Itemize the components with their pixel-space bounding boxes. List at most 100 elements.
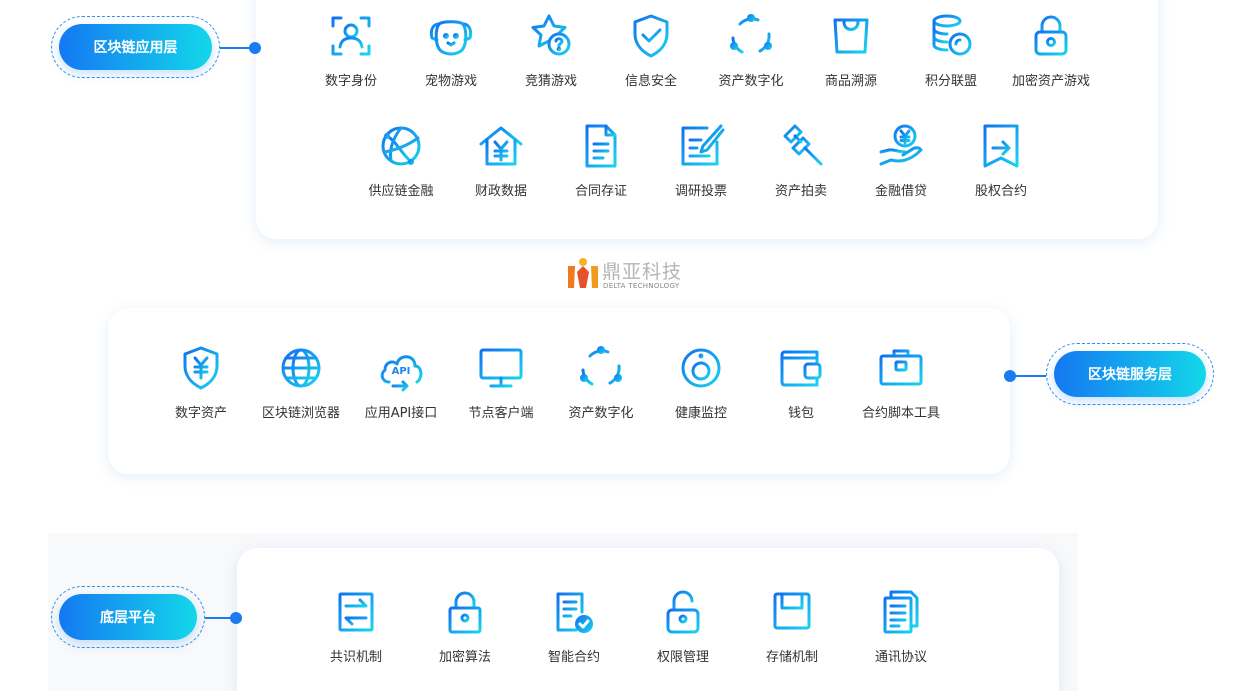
- app-item-survey-voting[interactable]: 调研投票: [651, 122, 751, 200]
- svc-item-wallet[interactable]: 钱包: [751, 344, 851, 422]
- base-connector-line: [205, 617, 237, 619]
- application-layer-panel: [256, 0, 1158, 239]
- item-label: 宠物游戏: [424, 74, 477, 89]
- item-label: 股权合约: [974, 184, 1027, 199]
- wallet-icon: [780, 350, 822, 387]
- application-connector-dot: [249, 42, 261, 54]
- svc-item-digital-asset[interactable]: 数字资产: [151, 344, 251, 422]
- app-item-fiscal-data[interactable]: 财政数据: [451, 122, 551, 200]
- svc-item-api-interface[interactable]: API 应用API接口: [351, 344, 451, 422]
- item-label: 竞猜游戏: [524, 74, 577, 89]
- lock-icon: [1034, 15, 1068, 56]
- base-item-encryption[interactable]: 加密算法: [415, 588, 515, 666]
- item-label: 存储机制: [765, 650, 818, 665]
- service-layer-label: 区块链服务层: [1054, 351, 1206, 397]
- app-item-digital-identity[interactable]: 数字身份: [301, 12, 401, 90]
- monitor-icon: [479, 348, 523, 388]
- base-connector-dot: [230, 612, 242, 624]
- base-layer-badge: 底层平台: [51, 586, 205, 648]
- lock-icon: [448, 591, 482, 634]
- app-item-financial-lending[interactable]: 金融借贷: [851, 122, 951, 200]
- company-name-en: DELTA TECHNOLOGY: [603, 282, 680, 290]
- svc-item-asset-digitization[interactable]: 资产数字化: [551, 344, 651, 422]
- coin-stack-icon: [932, 14, 972, 56]
- svc-item-node-client[interactable]: 节点客户端: [451, 344, 551, 422]
- api-text: API: [392, 366, 411, 377]
- base-item-permission[interactable]: 权限管理: [633, 588, 733, 666]
- unlock-icon: [666, 590, 700, 634]
- base-item-protocol[interactable]: 通讯协议: [851, 588, 951, 666]
- app-item-quiz-game[interactable]: 竞猜游戏: [501, 12, 601, 90]
- item-label: 节点客户端: [468, 406, 534, 421]
- exchange-icon: [338, 592, 374, 632]
- document-check-icon: [556, 592, 593, 633]
- app-item-asset-digitization[interactable]: 资产数字化: [701, 12, 801, 90]
- documents-icon: [883, 590, 919, 634]
- item-label: 应用API接口: [364, 406, 438, 421]
- svc-item-health-monitor[interactable]: 健康监控: [651, 344, 751, 422]
- application-layer-badge: 区块链应用层: [51, 16, 220, 78]
- app-item-crypto-asset-game[interactable]: 加密资产游戏: [1001, 12, 1101, 90]
- house-yuan-icon: [479, 126, 523, 166]
- item-label: 共识机制: [329, 650, 382, 665]
- item-label: 资产数字化: [718, 74, 784, 89]
- delta-logo-icon: [568, 258, 598, 288]
- service-connector-line: [1010, 375, 1046, 377]
- app-item-pet-game[interactable]: 宠物游戏: [401, 12, 501, 90]
- globe-network-icon: [381, 126, 421, 166]
- item-label: 资产数字化: [568, 406, 634, 421]
- app-item-points-alliance[interactable]: 积分联盟: [901, 12, 1001, 90]
- globe-icon: [281, 348, 321, 388]
- floppy-disk-icon: [773, 592, 811, 630]
- hand-yuan-icon: [879, 124, 923, 166]
- star-question-icon: [531, 14, 571, 56]
- app-item-equity-contract[interactable]: 股权合约: [951, 122, 1051, 200]
- item-label: 调研投票: [674, 184, 727, 199]
- item-label: 智能合约: [547, 650, 600, 665]
- base-item-consensus[interactable]: 共识机制: [306, 588, 406, 666]
- item-label: 商品溯源: [824, 74, 877, 89]
- item-label: 金融借贷: [874, 184, 927, 199]
- app-item-asset-auction[interactable]: 资产拍卖: [751, 122, 851, 200]
- shield-check-icon: [633, 14, 669, 58]
- svc-item-blockchain-explorer[interactable]: 区块链浏览器: [251, 344, 351, 422]
- company-name-cn: 鼎亚科技: [602, 261, 683, 283]
- auction-gavel-icon: [779, 124, 823, 166]
- application-layer-label: 区块链应用层: [59, 24, 212, 70]
- item-label: 数字资产: [174, 406, 227, 421]
- base-item-smart-contract[interactable]: 智能合约: [524, 588, 624, 666]
- app-item-info-security[interactable]: 信息安全: [601, 12, 701, 90]
- item-label: 通讯协议: [874, 650, 927, 665]
- bookmark-arrow-icon: [983, 124, 1019, 168]
- item-label: 钱包: [787, 406, 814, 421]
- item-label: 权限管理: [656, 650, 709, 665]
- app-item-contract-evidence[interactable]: 合同存证: [551, 122, 651, 200]
- base-layer-label: 底层平台: [59, 594, 197, 640]
- dog-icon: [429, 20, 473, 56]
- toolbox-icon: [879, 349, 923, 386]
- delta-technology-watermark: 鼎亚科技 DELTA TECHNOLOGY: [566, 256, 696, 292]
- cycle-nodes-icon: [580, 346, 622, 386]
- item-label: 信息安全: [624, 74, 677, 89]
- app-item-product-traceability[interactable]: 商品溯源: [801, 12, 901, 90]
- edit-form-icon: [681, 124, 725, 166]
- cloud-api-icon: API: [380, 355, 423, 392]
- item-label: 资产拍卖: [774, 184, 827, 199]
- document-icon: [585, 124, 617, 168]
- item-label: 区块链浏览器: [261, 406, 340, 421]
- cycle-nodes-icon: [730, 14, 772, 54]
- item-label: 数字身份: [324, 74, 377, 89]
- base-item-storage[interactable]: 存储机制: [742, 588, 842, 666]
- service-layer-panel: [108, 308, 1010, 474]
- id-card-icon: [331, 16, 371, 56]
- target-icon: [681, 348, 721, 388]
- item-label: 合同存证: [574, 184, 627, 199]
- app-item-supply-chain-finance[interactable]: 供应链金融: [351, 122, 451, 200]
- item-label: 积分联盟: [924, 74, 977, 89]
- item-label: 合约脚本工具: [861, 406, 940, 421]
- item-label: 供应链金融: [368, 184, 434, 199]
- item-label: 加密算法: [438, 650, 491, 665]
- svc-item-contract-script-tool[interactable]: 合约脚本工具: [851, 344, 951, 422]
- application-connector-line: [220, 47, 256, 49]
